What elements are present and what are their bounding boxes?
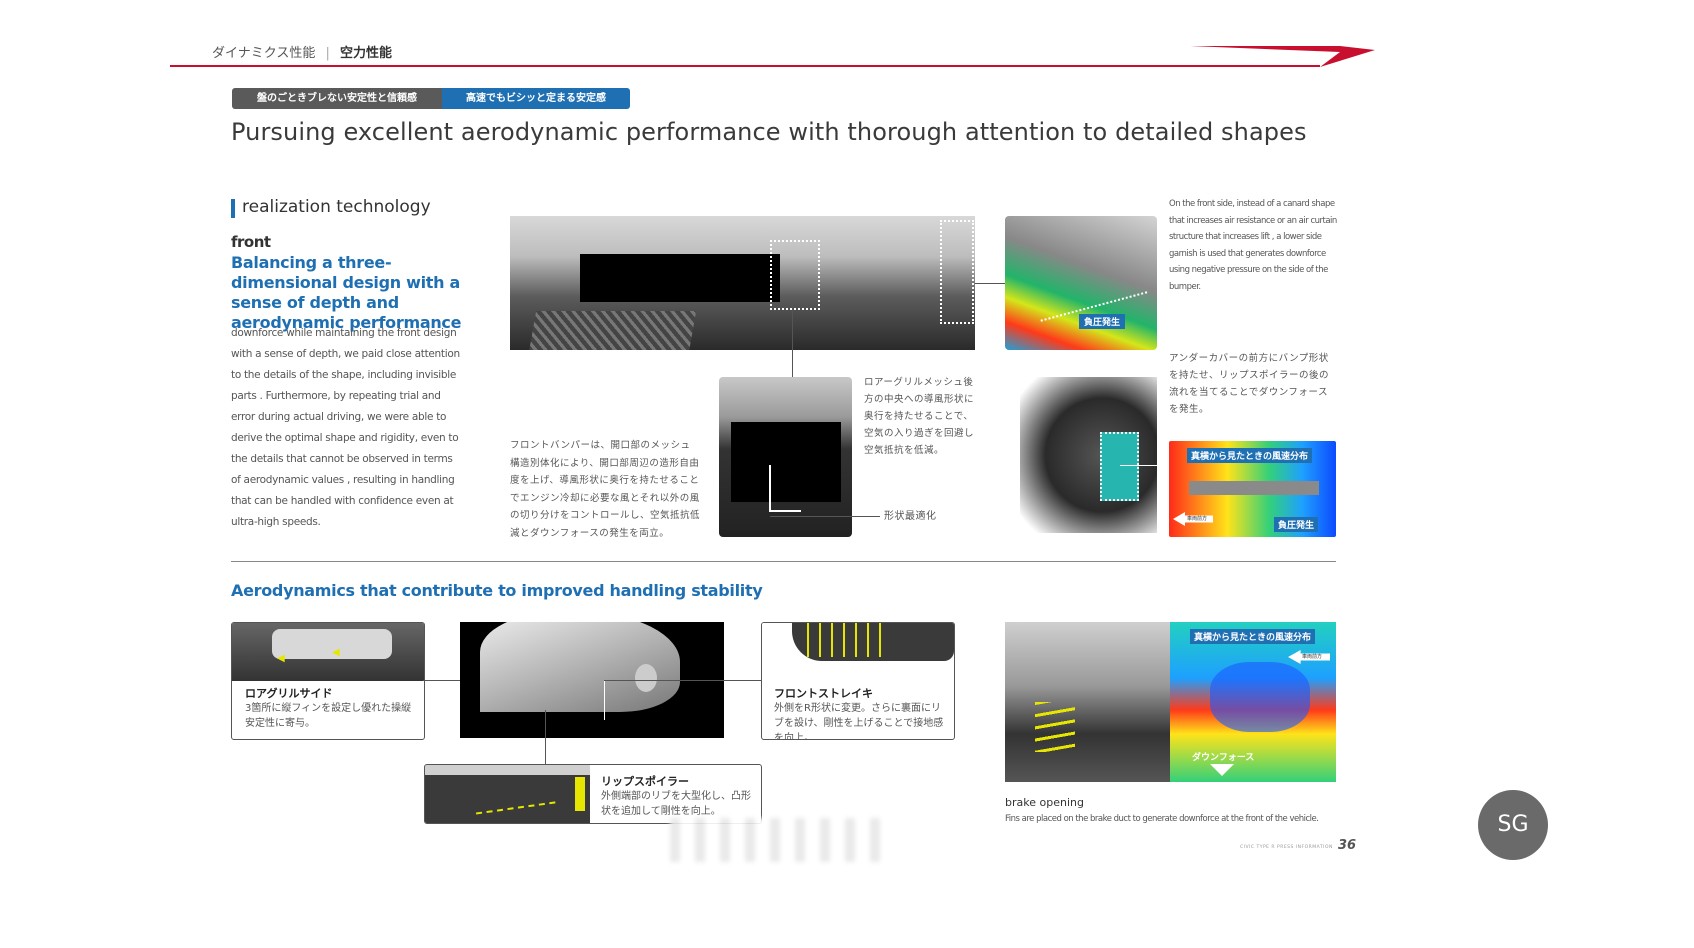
flow-distribution-1: 真横から見たときの風速分布 負圧発生 車両前方: [1169, 441, 1336, 537]
page-number: 36: [1338, 838, 1357, 853]
section-label-bar: [231, 199, 235, 218]
under-cover-photo: [1020, 377, 1157, 533]
front-heading: Balancing a three-dimensional design wit…: [231, 253, 462, 332]
lower-grille-detail-photo: [719, 377, 852, 537]
blurred-strip: [670, 818, 895, 862]
lip-spoiler-desc: 外側端部のリブを大型化し、凸形状を追加して剛性を向上。: [601, 791, 751, 817]
connector-line: [770, 516, 880, 517]
front-bumper-photo: [510, 216, 975, 350]
front-strake-desc: 外側をR形状に変更。さらに裏面にリブを設け、剛性を上げることで接地感を向上。: [774, 703, 944, 740]
connector-line: [792, 305, 793, 377]
connector-line: [975, 283, 1005, 284]
brake-desc: Fins are placed on the brake duct to gen…: [1005, 814, 1319, 824]
header-section: ダイナミクス性能 | 空力性能: [212, 42, 392, 61]
neg-pressure-label: 負圧発生: [1079, 314, 1126, 329]
section2-title: Aerodynamics that contribute to improved…: [231, 581, 763, 600]
connector-line: [604, 680, 605, 720]
flow-distribution-2: 真横から見たときの風速分布 車両前方 ダウンフォース: [1170, 622, 1336, 782]
front-strake-photo: [762, 623, 954, 663]
lip-spoiler-photo: [425, 765, 590, 823]
lower-grille-caption: ロアーグリルメッシュ後方の中央への導風形状に奥行を持たせることで、空気の入り過ぎ…: [864, 377, 975, 456]
front-body: downforce while maintaining the front de…: [231, 327, 460, 528]
under-cover-caption: アンダーカバーの前方にバンプ形状を持たせ、リップスポイラーの後の流れを当てること…: [1169, 353, 1330, 415]
front-arrow-icon: [1288, 650, 1330, 664]
tag-right: 高速でもビシッと定まる安定感: [442, 88, 630, 109]
footer-doc: CIVIC TYPE R PRESS INFORMATION: [1240, 845, 1333, 850]
front-strake-callout: フロントストレイキ 外側をR形状に変更。さらに裏面にリブを設け、剛性を上げること…: [761, 622, 955, 740]
lower-grille-side-desc: 3箇所に縦フィンを設定し優れた操縦安定性に寄与。: [245, 703, 412, 729]
front-arrow-label: 車両前方: [1302, 654, 1323, 660]
header-swoosh-icon: [1190, 46, 1375, 67]
brake-photo: [1005, 622, 1170, 782]
header-section-label: ダイナミクス性能: [212, 46, 316, 61]
connector-line: [1120, 465, 1170, 466]
header-red-line: [170, 65, 1320, 67]
lower-grille-side-title: ロアグリルサイド: [245, 687, 333, 700]
section-label: realization technology: [242, 197, 431, 217]
shape-optimization-label: 形状最適化: [884, 511, 937, 522]
downforce-label: ダウンフォース: [1192, 753, 1255, 763]
down-arrow-icon: [1210, 764, 1234, 776]
header-subsection-label: 空力性能: [340, 46, 393, 61]
side-flow-photo: 負圧発生: [1005, 216, 1157, 350]
watermark-logo-label: SG: [1497, 812, 1529, 837]
tag-left: 盤のごときブレない安定性と信頼感: [232, 88, 442, 109]
front-side-caption: On the front side, instead of a canard s…: [1169, 199, 1337, 292]
front-bumper-caption: フロントバンパーは、開口部のメッシュ構造別体化により、開口部周辺の造形自由度を上…: [510, 440, 701, 539]
brake-title: brake opening: [1005, 796, 1084, 809]
front-label: front: [231, 233, 271, 251]
page-title: Pursuing excellent aerodynamic performan…: [231, 118, 1307, 146]
lower-grille-side-photo: ◀ ◀: [232, 623, 424, 681]
lip-spoiler-callout: リップスポイラー 外側端部のリブを大型化し、凸形状を追加して剛性を向上。: [424, 764, 762, 824]
tag-right-label: 高速でもビシッと定まる安定感: [466, 93, 606, 104]
front-arrow-label: 車両前方: [1187, 516, 1208, 522]
watermark-logo: SG: [1478, 790, 1548, 860]
front-arrow-icon: [1173, 512, 1213, 526]
flow-label-1: 真横から見たときの風速分布: [1187, 448, 1313, 463]
front-strake-title: フロントストレイキ: [774, 687, 873, 700]
lip-spoiler-title: リップスポイラー: [601, 775, 689, 788]
connector-line: [545, 710, 546, 765]
tag-left-label: 盤のごときブレない安定性と信頼感: [257, 93, 417, 104]
section-divider: [231, 561, 1336, 562]
lower-grille-side-callout: ◀ ◀ ロアグリルサイド 3箇所に縦フィンを設定し優れた操縦安定性に寄与。: [231, 622, 425, 740]
flow-label-2: 真横から見たときの風速分布: [1190, 629, 1316, 644]
connector-line: [604, 680, 761, 681]
neg-pressure-label: 負圧発生: [1274, 517, 1319, 532]
header-divider: |: [325, 46, 330, 61]
